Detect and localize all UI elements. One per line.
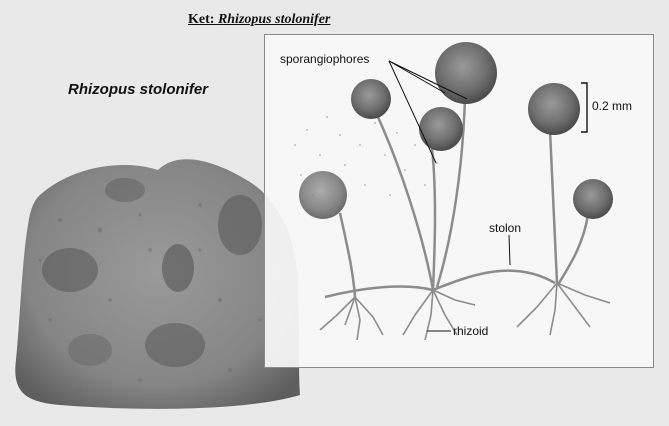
caption-species: Rhizopus stolonifer: [217, 12, 331, 27]
stolon-hypha: [324, 285, 434, 299]
sporangium: [299, 171, 347, 219]
sporangiophores-leader: [388, 60, 446, 94]
figure-caption: Ket: Rhizopus stolonifer: [188, 12, 330, 28]
sporangiophore-stem: [429, 139, 437, 291]
sporangium: [573, 179, 613, 219]
mold-patch: [68, 334, 112, 366]
sporangium: [528, 83, 580, 135]
sporangiophore-stem: [338, 212, 357, 298]
rhizopus-diagram-panel: sporangiophores 0.2 mm stolon rhizoid: [264, 34, 654, 368]
mold-patch: [218, 195, 262, 255]
mold-patch: [162, 244, 194, 292]
image-heading: Rhizopus stolonifer: [68, 81, 208, 98]
mold-patch: [42, 248, 98, 292]
sporangiophores-leader: [388, 60, 468, 100]
caption-prefix: Ket:: [188, 12, 218, 27]
scale-label: 0.2 mm: [592, 99, 633, 113]
mold-patch: [145, 323, 205, 367]
sporangiophore-stem: [435, 96, 467, 288]
mold-patch: [105, 178, 145, 202]
sporangium: [435, 42, 497, 104]
sporangiophore-stem: [375, 114, 435, 291]
rhizopus-diagram: [294, 42, 613, 341]
crumb-texture: [38, 203, 272, 392]
sporangium: [351, 79, 391, 119]
sporangiophore-stem: [548, 129, 559, 284]
sporangiophores-label: sporangiophores: [280, 52, 370, 66]
rhizoid-cluster: [319, 282, 611, 341]
sporangiophores-leader: [388, 60, 437, 164]
stolon-label: stolon: [489, 221, 522, 235]
sporangiophore-stem: [557, 214, 590, 284]
scale-bar: [581, 82, 588, 133]
stolon-hypha: [432, 269, 556, 292]
rhizoid-label: rhizoid: [453, 324, 489, 338]
sporangium: [419, 107, 463, 151]
stolon-leader: [508, 234, 511, 266]
